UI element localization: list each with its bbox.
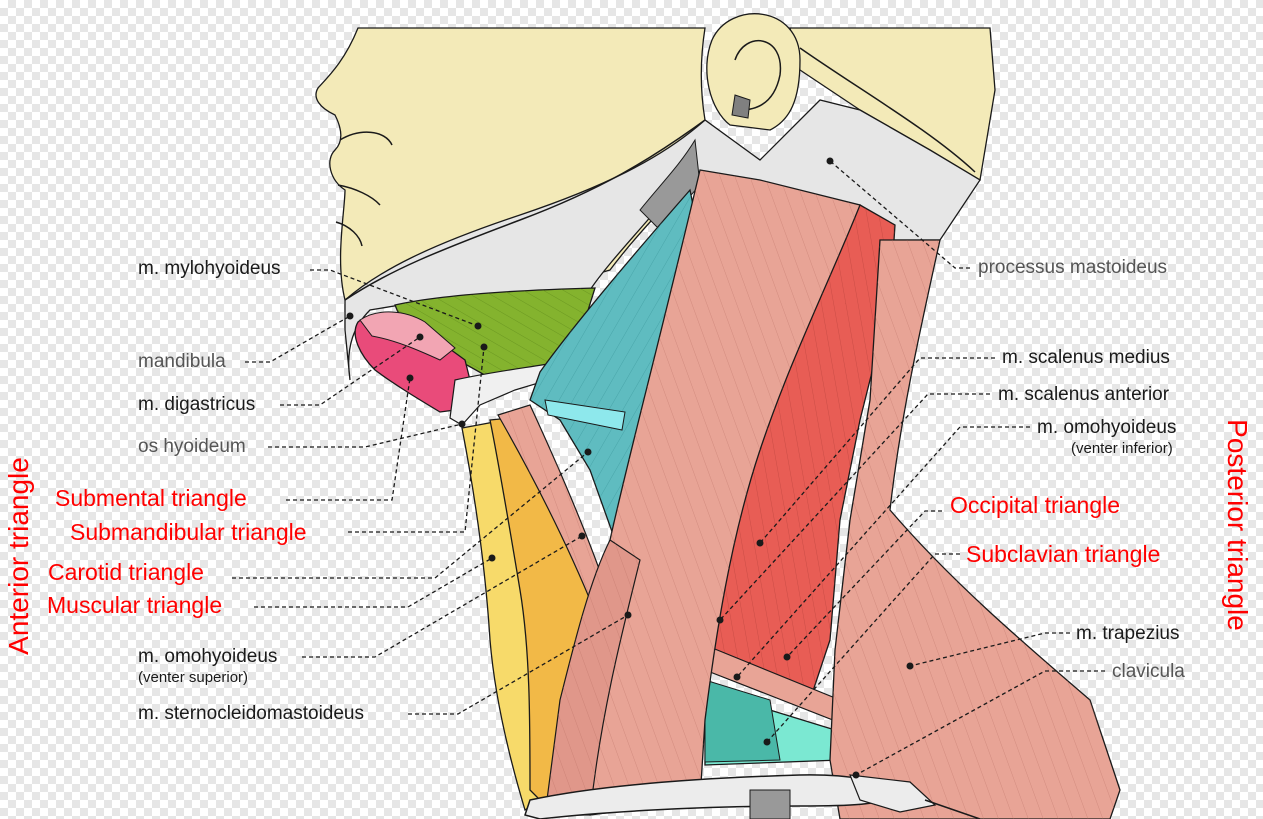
leader-submandibular — [348, 346, 485, 533]
label-trapezius: m. trapezius — [1076, 623, 1180, 644]
leader-submental — [286, 377, 411, 501]
leader-mandibula — [245, 315, 351, 363]
leader-clavicula — [855, 670, 1105, 776]
dot-mylohyoideus — [474, 322, 482, 330]
label-os-hyoideum: os hyoideum — [138, 436, 246, 457]
leader-scalenus-medius — [759, 357, 995, 544]
dot-muscular — [488, 554, 496, 562]
ear-canal — [731, 94, 751, 119]
dot-scalenus-medius — [756, 539, 764, 547]
deep-dark-region — [639, 138, 701, 231]
jaw-edge — [344, 119, 706, 301]
hyoid-bone — [449, 361, 561, 426]
label-omohyoideus-inferior-note: (venter inferior) — [1071, 440, 1173, 457]
skull-edge — [799, 47, 976, 173]
first-rib — [749, 789, 791, 819]
scalene-fibers — [705, 205, 895, 700]
dot-trapezius — [906, 662, 914, 670]
trapezius-fibers — [830, 240, 1120, 819]
thyrohyoid-membrane — [544, 399, 626, 431]
label-submandibular-triangle: Submandibular triangle — [70, 519, 307, 545]
label-sternocleidomastoideus: m. sternocleidomastoideus — [138, 703, 364, 724]
label-subclavian-triangle: Subclavian triangle — [966, 541, 1161, 567]
clavicle-end — [849, 774, 937, 813]
leader-occipital — [786, 510, 942, 658]
dot-occipital — [783, 653, 791, 661]
dot-submandibular — [480, 343, 488, 351]
dot-mandibula — [346, 312, 354, 320]
ear — [706, 13, 801, 131]
subclavian-teal-muscle — [704, 679, 781, 763]
lower-body-outline — [924, 799, 981, 819]
label-digastricus: m. digastricus — [138, 394, 256, 415]
dot-omohyoideus-inf — [733, 673, 741, 681]
dot-clavicula — [852, 771, 860, 779]
leader-processus — [829, 160, 970, 269]
sternocleidomastoid-fibers — [560, 170, 860, 815]
mylohyoid-fibers — [395, 288, 595, 378]
leader-subclavian — [766, 553, 960, 743]
leader-omohyoideus-inf — [736, 426, 1030, 678]
leader-trapezius — [909, 632, 1070, 667]
omohyoid-superior-fibers — [498, 405, 610, 612]
label-processus-mastoideus: processus mastoideus — [978, 257, 1168, 278]
carotid-fibers — [530, 190, 700, 540]
leader-carotid — [232, 451, 589, 579]
dot-sternocleido — [624, 611, 632, 619]
label-submental-triangle: Submental triangle — [55, 485, 247, 511]
label-omohyoideus-superior-note: (venter superior) — [138, 669, 249, 686]
leader-digastricus — [280, 336, 421, 406]
label-muscular-triangle: Muscular triangle — [47, 592, 223, 618]
dot-scalenus-anterior — [716, 616, 724, 624]
label-scalenus-anterior: m. scalenus anterior — [998, 384, 1170, 405]
nose-line — [339, 131, 393, 146]
sternal-head-fibers — [545, 540, 640, 815]
posterior-triangle-title: Posterior triangle — [1222, 419, 1253, 631]
label-carotid-triangle: Carotid triangle — [48, 559, 204, 585]
leader-muscular — [254, 557, 493, 608]
dot-digastricus — [416, 333, 424, 341]
label-omohyoideus-superior: m. omohyoideus — [138, 646, 278, 667]
leader-lines — [232, 160, 1105, 776]
label-omohyoideus-inferior: m. omohyoideus — [1037, 417, 1177, 438]
leader-scalenus-anterior — [719, 393, 990, 621]
dot-submental — [406, 374, 414, 382]
anterior-triangle-title: Anterior triangle — [3, 457, 34, 655]
dot-os-hyoideum — [458, 420, 466, 428]
digastric-anterior-belly — [359, 311, 456, 361]
leader-os-hyoideum — [268, 423, 463, 448]
label-mylohyoideus: m. mylohyoideus — [138, 258, 281, 279]
ear-inner — [734, 40, 782, 111]
leader-sternocleido — [408, 614, 629, 715]
dot-processus — [826, 157, 834, 165]
label-mandibula: mandibula — [138, 351, 226, 372]
label-occipital-triangle: Occipital triangle — [950, 492, 1121, 518]
label-scalenus-medius: m. scalenus medius — [1002, 347, 1170, 368]
mouth-line — [337, 184, 381, 206]
dot-carotid — [584, 448, 592, 456]
label-clavicula: clavicula — [1112, 661, 1185, 682]
mandible-bone — [344, 99, 981, 381]
dot-omohyoideus-sup — [578, 532, 586, 540]
dot-subclavian — [763, 738, 771, 746]
chin-line — [335, 221, 363, 247]
leader-omohyoideus-sup — [302, 535, 583, 658]
leader-dots — [346, 157, 914, 779]
